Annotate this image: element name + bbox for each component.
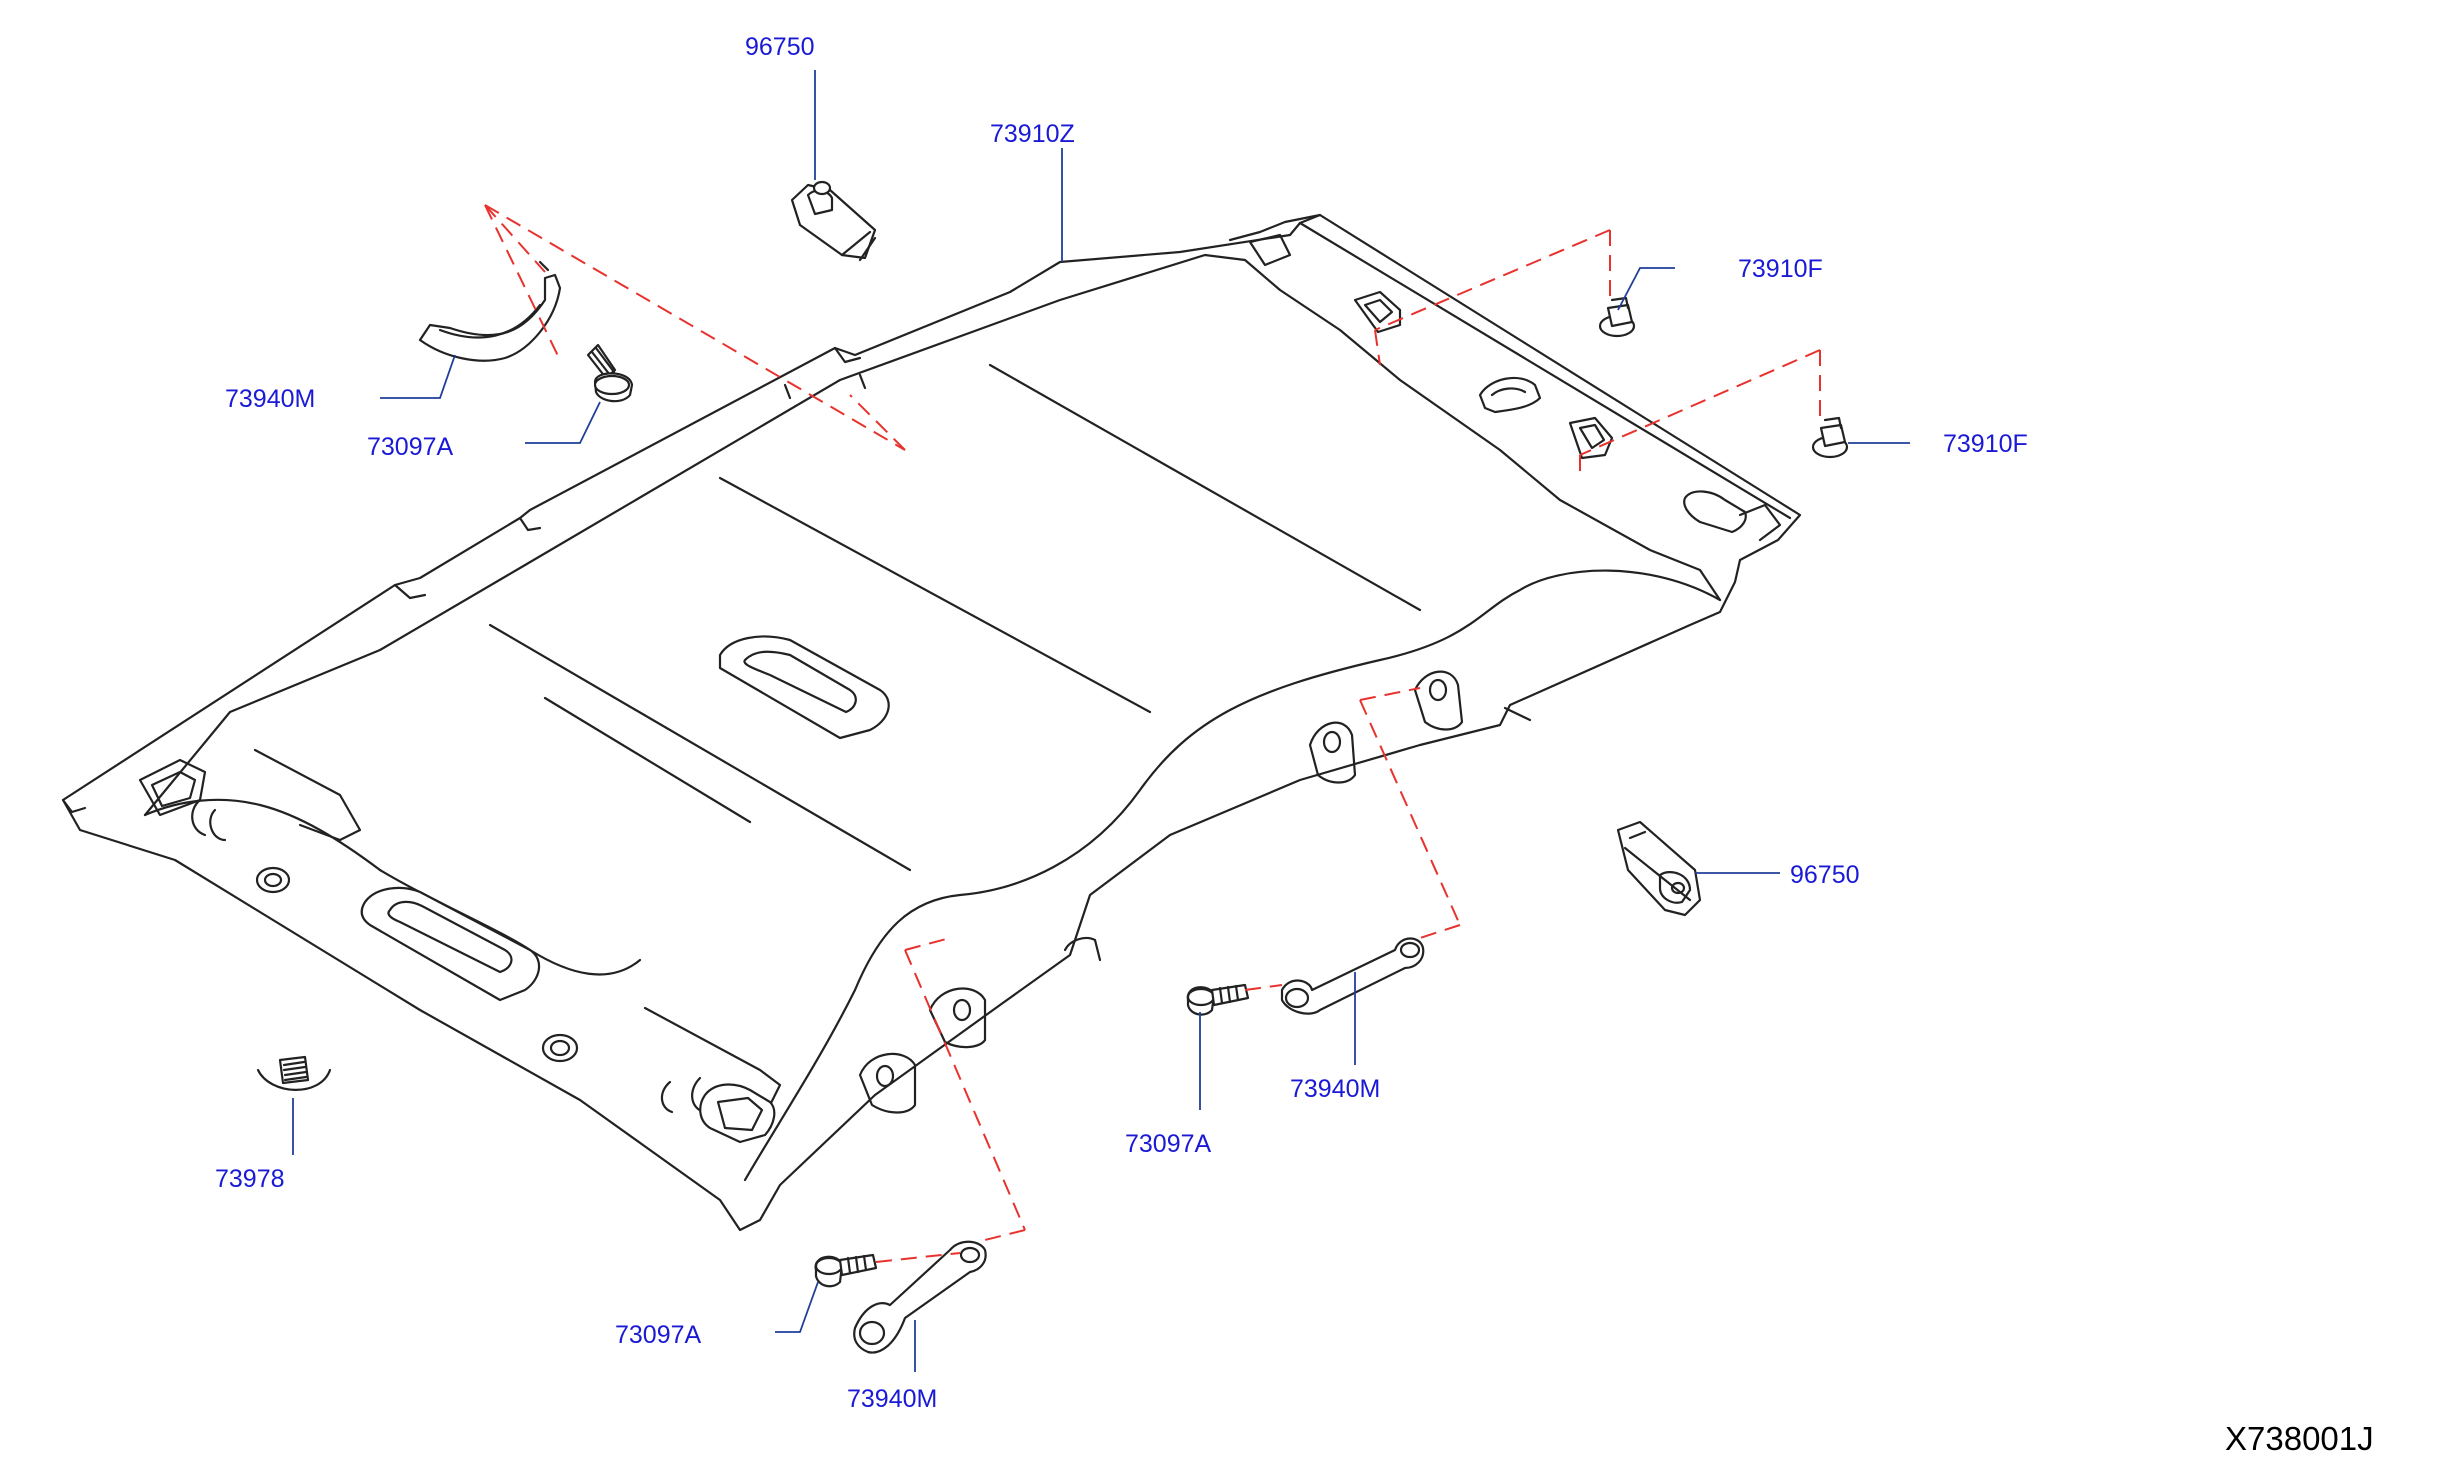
callout-73097a-lower: 73097A [615, 1321, 702, 1349]
clip-96750-upper [790, 180, 877, 262]
callout-73910f-lower: 73910F [1943, 430, 2028, 458]
callout-73910f-upper: 73910F [1738, 255, 1823, 283]
callout-labels: 96750 73910Z 73910F 73910F 73940M 73097A… [215, 33, 2028, 1413]
handle-73940m-lower [853, 1240, 987, 1354]
callout-73940m-lower: 73940M [847, 1385, 937, 1413]
clip-73910f-upper [1598, 296, 1636, 338]
callout-96750-upper: 96750 [745, 33, 815, 61]
callout-73097a-right: 73097A [1125, 1130, 1212, 1158]
clip-73910f-lower [1811, 416, 1849, 459]
leader-lines [292, 70, 1910, 1372]
grip-73940m-upper [418, 260, 562, 362]
dashed-guide-lines [484, 204, 1821, 1263]
bolt-73097a-lower [814, 1253, 878, 1288]
callout-73940m-right: 73940M [1290, 1075, 1380, 1103]
callout-73940m-upper: 73940M [225, 385, 315, 413]
part-73978 [256, 1055, 332, 1091]
bolt-73097a-right [1186, 983, 1250, 1016]
bolt-73097a-upper [586, 343, 634, 403]
drawing-code: X738001J [2225, 1420, 2374, 1457]
clip-96750-right [1616, 820, 1702, 917]
headlining-panel [61, 213, 1802, 1232]
callout-73910z: 73910Z [990, 120, 1075, 148]
callout-96750-right: 96750 [1790, 861, 1860, 889]
callout-73978: 73978 [215, 1165, 285, 1193]
handle-73940m-right [1280, 937, 1425, 1015]
callout-73097a-upper: 73097A [367, 433, 454, 461]
